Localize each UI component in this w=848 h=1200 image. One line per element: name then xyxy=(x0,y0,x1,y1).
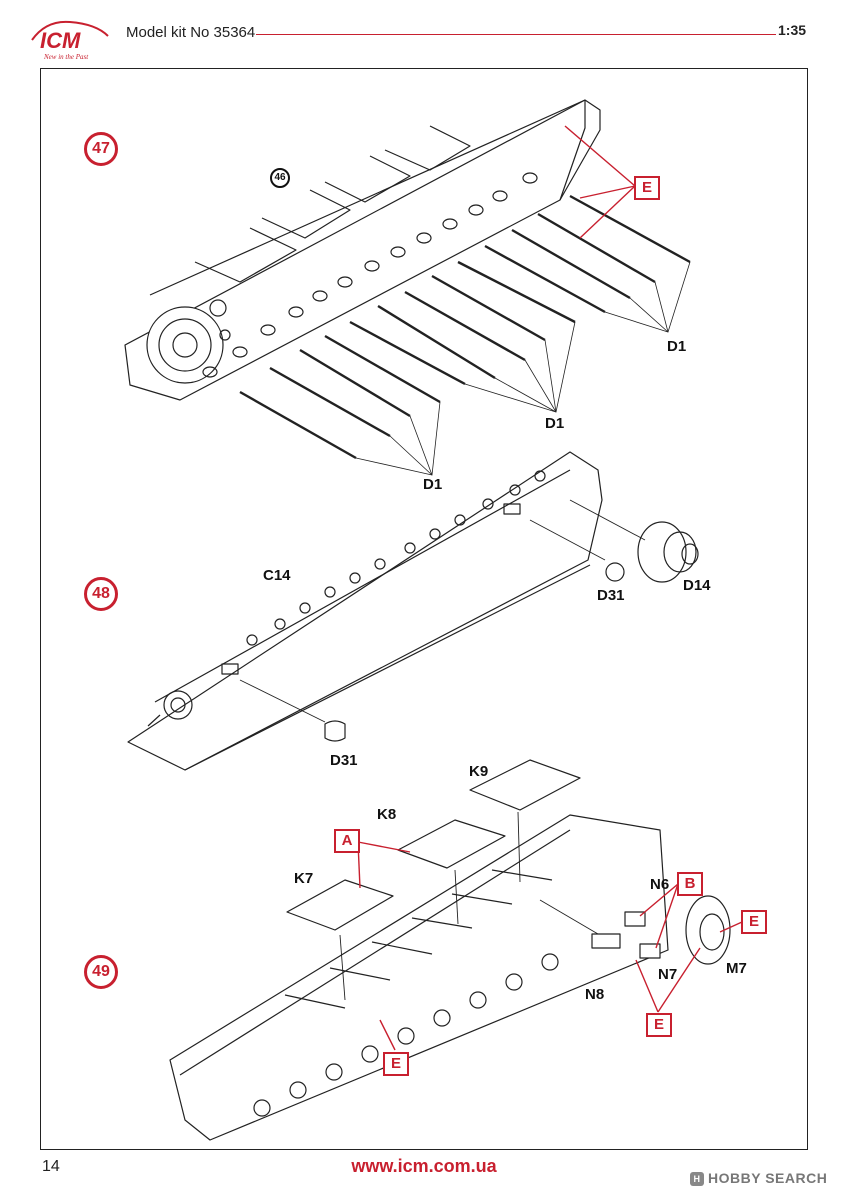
part-label-n7: N7 xyxy=(658,966,678,983)
part-label-m7: M7 xyxy=(726,960,747,977)
step49-fender xyxy=(169,814,669,1141)
step-reference-46: 46 xyxy=(270,168,290,188)
logo-text: ICM xyxy=(40,28,81,53)
step47-torsion-bars xyxy=(239,194,691,460)
kit-number: Model kit No 35364 xyxy=(126,24,256,41)
part-label-d1-right: D1 xyxy=(667,338,687,355)
part-label-n6: N6 xyxy=(650,876,670,893)
part-label-d1-left: D1 xyxy=(423,476,443,493)
logo-tagline: New in the Past xyxy=(43,53,89,61)
hobby-search-icon: H xyxy=(690,1172,704,1186)
callout-e-step49-bottom-right: E xyxy=(646,1013,672,1037)
step-number-49: 49 xyxy=(84,955,118,989)
step47-hull-side xyxy=(124,99,601,401)
part-label-d31-right: D31 xyxy=(597,587,625,604)
step47-leader-lines xyxy=(355,261,691,476)
callout-b-step49: B xyxy=(677,872,703,896)
callout-a-step49: A xyxy=(334,829,360,853)
instruction-frame xyxy=(40,68,808,1150)
callout-e-step49-bottom-left: E xyxy=(383,1052,409,1076)
step49-sprocket xyxy=(591,895,731,965)
step-number-47: 47 xyxy=(84,132,118,166)
part-label-d1-middle: D1 xyxy=(545,415,565,432)
step48-idler-wheel xyxy=(324,521,699,742)
step49-arrows xyxy=(339,811,599,1001)
step47-axle-holes xyxy=(202,172,538,378)
step-number-48: 48 xyxy=(84,577,118,611)
watermark: H HOBBY SEARCH xyxy=(690,1170,827,1186)
callout-e-step49-right: E xyxy=(741,910,767,934)
part-label-d31-left: D31 xyxy=(330,752,358,769)
watermark-text: HOBBY SEARCH xyxy=(708,1170,828,1186)
part-label-k8: K8 xyxy=(377,806,397,823)
part-label-k9: K9 xyxy=(469,763,489,780)
step48-arrows xyxy=(239,499,646,723)
step49-red-leaders xyxy=(357,841,743,1051)
part-label-d14: D14 xyxy=(683,577,711,594)
step48-hull-side xyxy=(127,451,603,771)
part-label-n8: N8 xyxy=(585,986,605,1003)
step48-mount-holes xyxy=(221,470,546,675)
callout-e-step47: E xyxy=(634,176,660,200)
header-rule xyxy=(256,34,776,35)
icm-logo: ICM New in the Past xyxy=(31,20,109,61)
part-label-k7: K7 xyxy=(294,870,314,887)
scale-label: 1:35 xyxy=(778,22,807,38)
step49-road-wheels xyxy=(253,953,559,1117)
part-label-c14: C14 xyxy=(263,567,291,584)
page-number: 14 xyxy=(42,1158,60,1175)
step49-track-plates xyxy=(286,759,581,931)
page-header: ICM New in the Past Model kit No 35364 1… xyxy=(0,0,848,61)
step47-red-leaders xyxy=(564,125,636,239)
website-url[interactable]: www.icm.com.ua xyxy=(351,1156,497,1176)
